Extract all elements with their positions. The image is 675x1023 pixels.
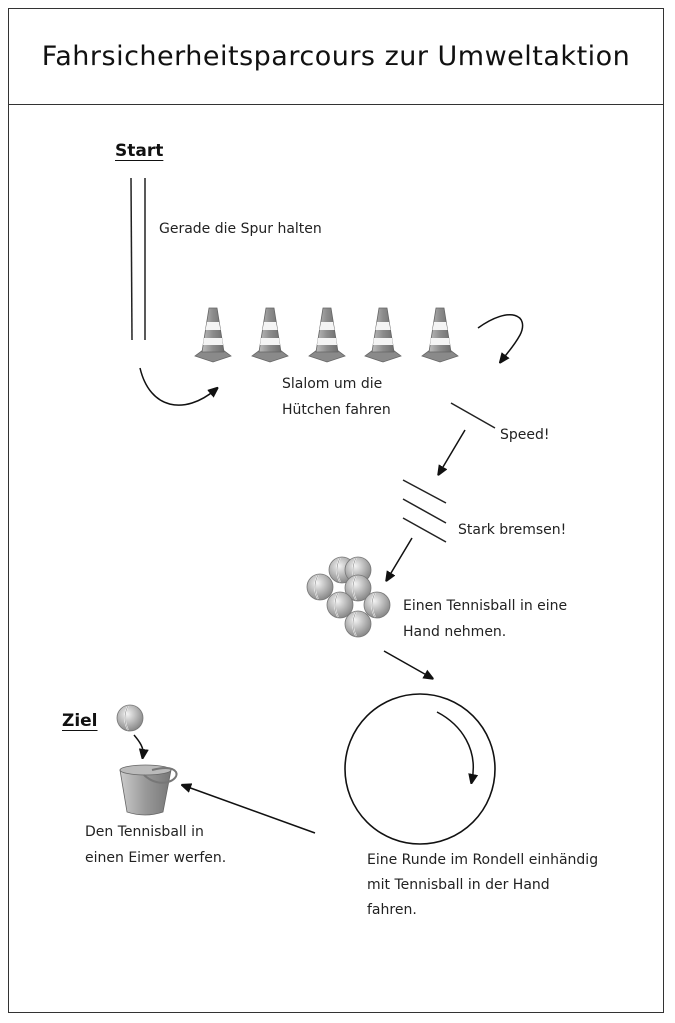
page-frame [8,8,664,1013]
arrow-icon [477,314,524,360]
traffic-cone-icon [194,307,232,363]
rondell-text-2: mit Tennisball in der Hand [367,877,550,893]
rondell-text-3: fahren. [367,902,417,918]
brake-text: Stark bremsen! [458,522,567,538]
tennisball-text-1: Einen Tennisball in eine [403,598,568,614]
traffic-cone-icon [308,307,346,363]
rondell-circle [344,693,496,845]
arrow-icon [133,734,143,755]
tennis-ball-icon [116,704,144,732]
arrow-icon [436,711,473,780]
bucket-icon [119,764,178,816]
lane-text: Gerade die Spur halten [159,221,322,237]
arrow-icon [185,786,316,834]
traffic-cone-icon [421,307,459,363]
arrow-icon [383,650,430,677]
goal-label: Ziel [62,711,98,731]
start-label: Start [115,141,164,161]
arrow-icon [139,367,215,406]
traffic-cone-icon [364,307,402,363]
tennis-ball-icon [306,556,391,638]
tennisball-text-2: Hand nehmen. [403,624,507,640]
bucket-text-1: Den Tennisball in [85,824,204,840]
brake-lines [402,479,447,543]
slalom-text-1: Slalom um die [282,376,383,392]
speed-line [450,402,496,429]
traffic-cone-icon [251,307,289,363]
arrow-icon [388,537,413,578]
bucket-text-2: einen Eimer werfen. [85,850,227,866]
arrow-icon [440,429,466,472]
rondell-text-1: Eine Runde im Rondell einhändig [367,852,599,868]
slalom-text-2: Hütchen fahren [282,402,391,418]
lane-lines [130,177,146,341]
title-bar: Fahrsicherheitsparcours zur Umweltaktion [8,8,664,105]
page-title: Fahrsicherheitsparcours zur Umweltaktion [41,40,631,72]
speed-text: Speed! [500,427,550,443]
